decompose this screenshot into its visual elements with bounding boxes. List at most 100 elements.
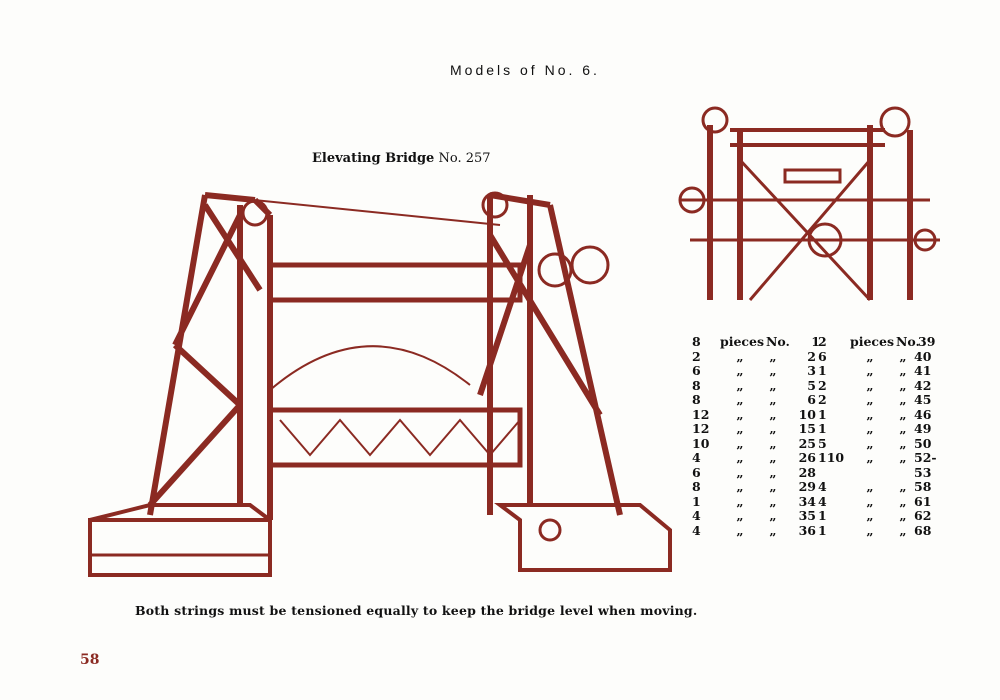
parts-list-row: 4„„26 xyxy=(692,450,820,466)
part-qty: 8 xyxy=(692,377,701,393)
parts-list-row: 1„„68 xyxy=(818,522,948,539)
part-unit: „ xyxy=(736,348,744,364)
part-unit: „ xyxy=(866,406,874,422)
part-no: „ xyxy=(769,421,777,436)
parts-list-row: 6„„28 xyxy=(692,464,820,481)
part-part: 49 xyxy=(914,421,932,436)
parts-list-row: 110„„52-53 xyxy=(818,450,948,480)
part-qty: 2 xyxy=(818,334,827,349)
part-no: „ xyxy=(899,493,907,509)
part-qty: 10 xyxy=(692,435,710,451)
part-unit: „ xyxy=(866,392,874,407)
mechanism-detail-illustration xyxy=(678,106,940,302)
part-part: 28 xyxy=(798,464,816,480)
part-no: „ xyxy=(899,479,907,494)
part-unit: „ xyxy=(866,522,874,538)
model-number: No. 257 xyxy=(438,151,491,166)
part-unit: „ xyxy=(736,421,744,436)
part-part: 46 xyxy=(914,406,932,422)
part-part: 1 xyxy=(811,334,820,349)
caption: Both strings must be tensioned equally t… xyxy=(135,603,698,618)
parts-list-row: 1„„46 xyxy=(818,406,948,423)
parts-list-row: 12„„10 xyxy=(692,406,820,423)
part-part: 42 xyxy=(914,377,932,393)
part-unit: „ xyxy=(736,522,744,538)
part-part: 45 xyxy=(914,392,932,407)
part-no: „ xyxy=(899,392,907,407)
part-unit: „ xyxy=(736,493,744,509)
part-no: „ xyxy=(769,450,777,465)
part-unit: „ xyxy=(736,377,744,393)
parts-list-row: 1„„34 xyxy=(692,493,820,510)
part-no: „ xyxy=(899,435,907,451)
parts-list-row: 1„„49 xyxy=(818,421,948,437)
part-part: 10 xyxy=(798,406,816,422)
part-qty: 2 xyxy=(818,392,827,407)
part-unit: „ xyxy=(866,479,874,494)
part-part: 15 xyxy=(798,421,816,436)
part-no: „ xyxy=(899,522,907,538)
part-no: „ xyxy=(769,363,777,378)
part-unit: pieces xyxy=(719,334,765,349)
part-part: 2 xyxy=(807,348,816,364)
part-part: 62 xyxy=(914,508,932,523)
part-unit: „ xyxy=(866,493,874,509)
part-no: „ xyxy=(769,406,777,422)
part-qty: 1 xyxy=(818,363,827,378)
parts-list-row: 4„„61 xyxy=(818,493,948,510)
part-no: „ xyxy=(899,508,907,523)
part-unit: „ xyxy=(866,377,874,393)
part-no: „ xyxy=(899,363,907,378)
parts-list-row: 4„„36 xyxy=(692,522,820,539)
part-part: 50 xyxy=(914,435,932,451)
page-number: 58 xyxy=(80,652,100,668)
part-unit: „ xyxy=(736,464,744,480)
part-qty: 110 xyxy=(818,450,845,465)
part-unit: „ xyxy=(736,508,744,523)
part-part: 58 xyxy=(914,479,932,494)
part-qty: 6 xyxy=(692,363,701,378)
part-unit: „ xyxy=(866,421,874,436)
model-name: Elevating Bridge xyxy=(312,151,435,166)
part-qty: 8 xyxy=(692,392,701,407)
part-unit: „ xyxy=(866,450,874,465)
part-no: „ xyxy=(769,348,777,364)
part-part: 40 xyxy=(914,348,932,364)
elevating-bridge-illustration xyxy=(88,191,672,577)
part-no: „ xyxy=(769,392,777,407)
part-qty: 2 xyxy=(818,377,827,393)
part-qty: 12 xyxy=(692,406,710,422)
parts-list-row: 8„„29 xyxy=(692,479,820,495)
part-no: „ xyxy=(769,508,777,523)
parts-list-row: 1„„41 xyxy=(818,363,948,379)
part-qty: 2 xyxy=(692,348,701,364)
part-part: 41 xyxy=(914,363,932,378)
part-qty: 4 xyxy=(818,479,827,494)
part-no: „ xyxy=(899,406,907,422)
part-no: „ xyxy=(899,450,907,465)
parts-list-row: 6„„3 xyxy=(692,363,820,379)
part-no: „ xyxy=(899,421,907,436)
part-part: 25 xyxy=(798,435,816,451)
part-part: 26 xyxy=(798,450,816,465)
part-part: 36 xyxy=(798,522,816,538)
part-no: „ xyxy=(769,464,777,480)
part-no: „ xyxy=(769,522,777,538)
parts-list-row: 8„„5 xyxy=(692,377,820,394)
part-qty: 4 xyxy=(818,493,827,509)
part-unit: „ xyxy=(736,435,744,451)
part-part: 39 xyxy=(918,334,936,349)
parts-list-row: 5„„50 xyxy=(818,435,948,452)
parts-list-row: 12„„15 xyxy=(692,421,820,437)
part-part: 6 xyxy=(807,392,816,407)
parts-list-row: 6„„40 xyxy=(818,348,948,365)
part-qty: 5 xyxy=(818,435,827,451)
part-qty: 4 xyxy=(692,508,701,523)
part-unit: „ xyxy=(736,479,744,494)
part-unit: „ xyxy=(736,392,744,407)
model-title: Elevating Bridge No. 257 xyxy=(312,151,491,166)
